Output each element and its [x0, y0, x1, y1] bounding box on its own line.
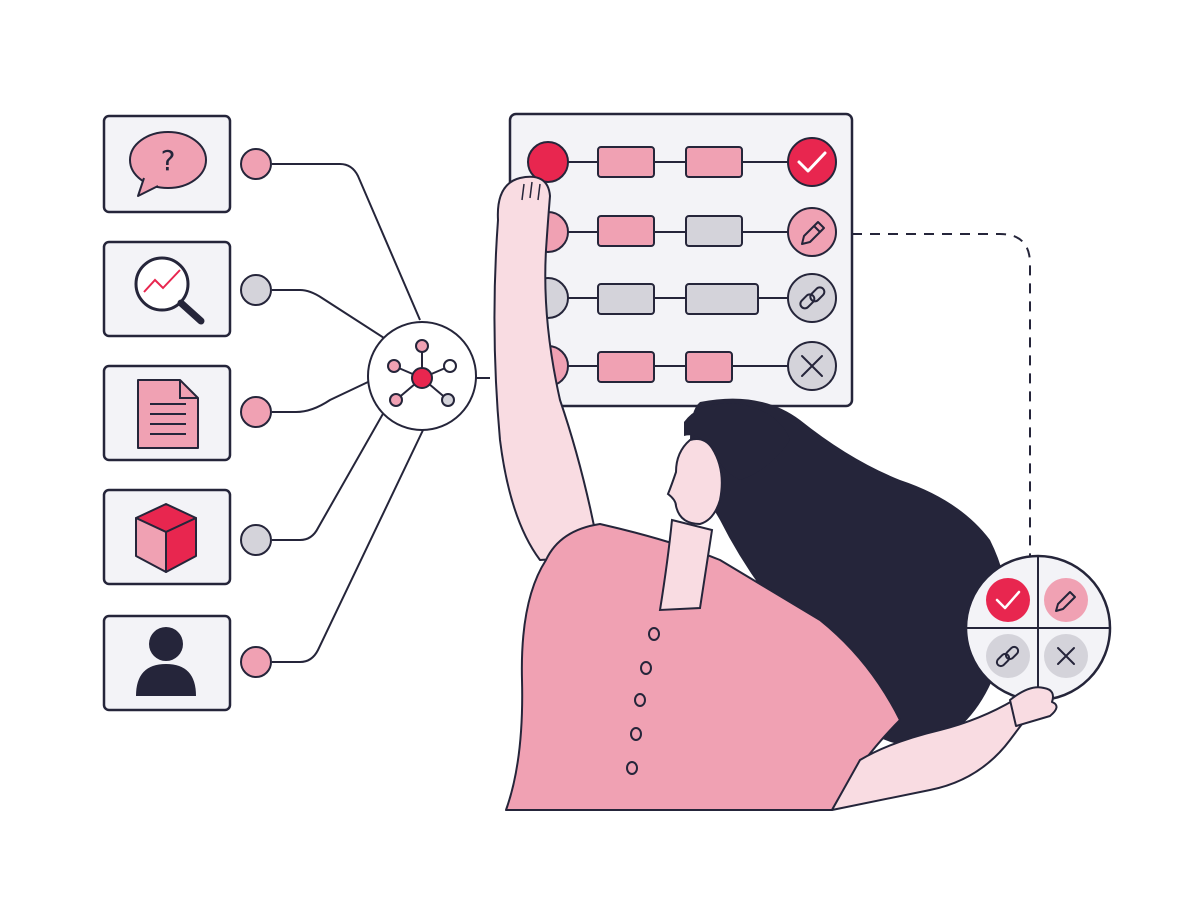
network-hub-icon	[387, 339, 457, 407]
pencil-icon	[801, 221, 825, 245]
question-glyph: ?	[161, 144, 176, 177]
check-action-button[interactable]	[787, 137, 837, 187]
selector-option-link[interactable]	[986, 634, 1030, 678]
hand-fingers	[1009, 686, 1058, 727]
question-bubble-icon: ?	[129, 131, 207, 197]
hair	[690, 398, 1008, 745]
action-selector[interactable]	[964, 554, 1112, 702]
connector-node-question[interactable]	[240, 148, 272, 180]
document-icon	[137, 379, 199, 449]
connector-node-user[interactable]	[240, 646, 272, 678]
raised-arm	[493, 175, 601, 561]
cube-icon	[135, 503, 197, 573]
source-card-question[interactable]: ?	[102, 114, 232, 214]
user-icon	[136, 627, 196, 696]
shirt	[505, 523, 901, 811]
source-card-analytics[interactable]	[102, 240, 232, 338]
selector-option-check[interactable]	[986, 578, 1030, 622]
selector-option-edit[interactable]	[1044, 578, 1088, 622]
connector-node-document[interactable]	[240, 396, 272, 428]
person-illustration	[493, 175, 1041, 811]
connector-node-analytics[interactable]	[240, 274, 272, 306]
selector-option-close[interactable]	[1044, 634, 1088, 678]
link-icon	[799, 286, 826, 310]
connector-node-product[interactable]	[240, 524, 272, 556]
workflow-board	[508, 112, 854, 408]
board-row-1[interactable]	[527, 137, 837, 187]
magnifier-chart-icon	[134, 256, 205, 325]
source-card-user[interactable]	[102, 614, 232, 712]
source-card-product[interactable]	[102, 488, 232, 586]
check-icon	[995, 590, 1021, 610]
close-icon	[1057, 647, 1075, 665]
face	[666, 438, 723, 526]
shirt-buttons	[626, 627, 660, 775]
board-row-2[interactable]	[527, 207, 837, 257]
link-action-button[interactable]	[787, 273, 837, 323]
source-card-document[interactable]	[102, 364, 232, 462]
check-icon	[797, 151, 827, 173]
link-icon	[995, 645, 1020, 668]
dashed-connector	[852, 233, 1031, 560]
edit-action-button[interactable]	[787, 207, 837, 257]
close-icon	[801, 355, 823, 377]
pencil-icon	[1055, 591, 1076, 612]
hub-node[interactable]	[367, 321, 477, 431]
close-action-button[interactable]	[787, 341, 837, 391]
